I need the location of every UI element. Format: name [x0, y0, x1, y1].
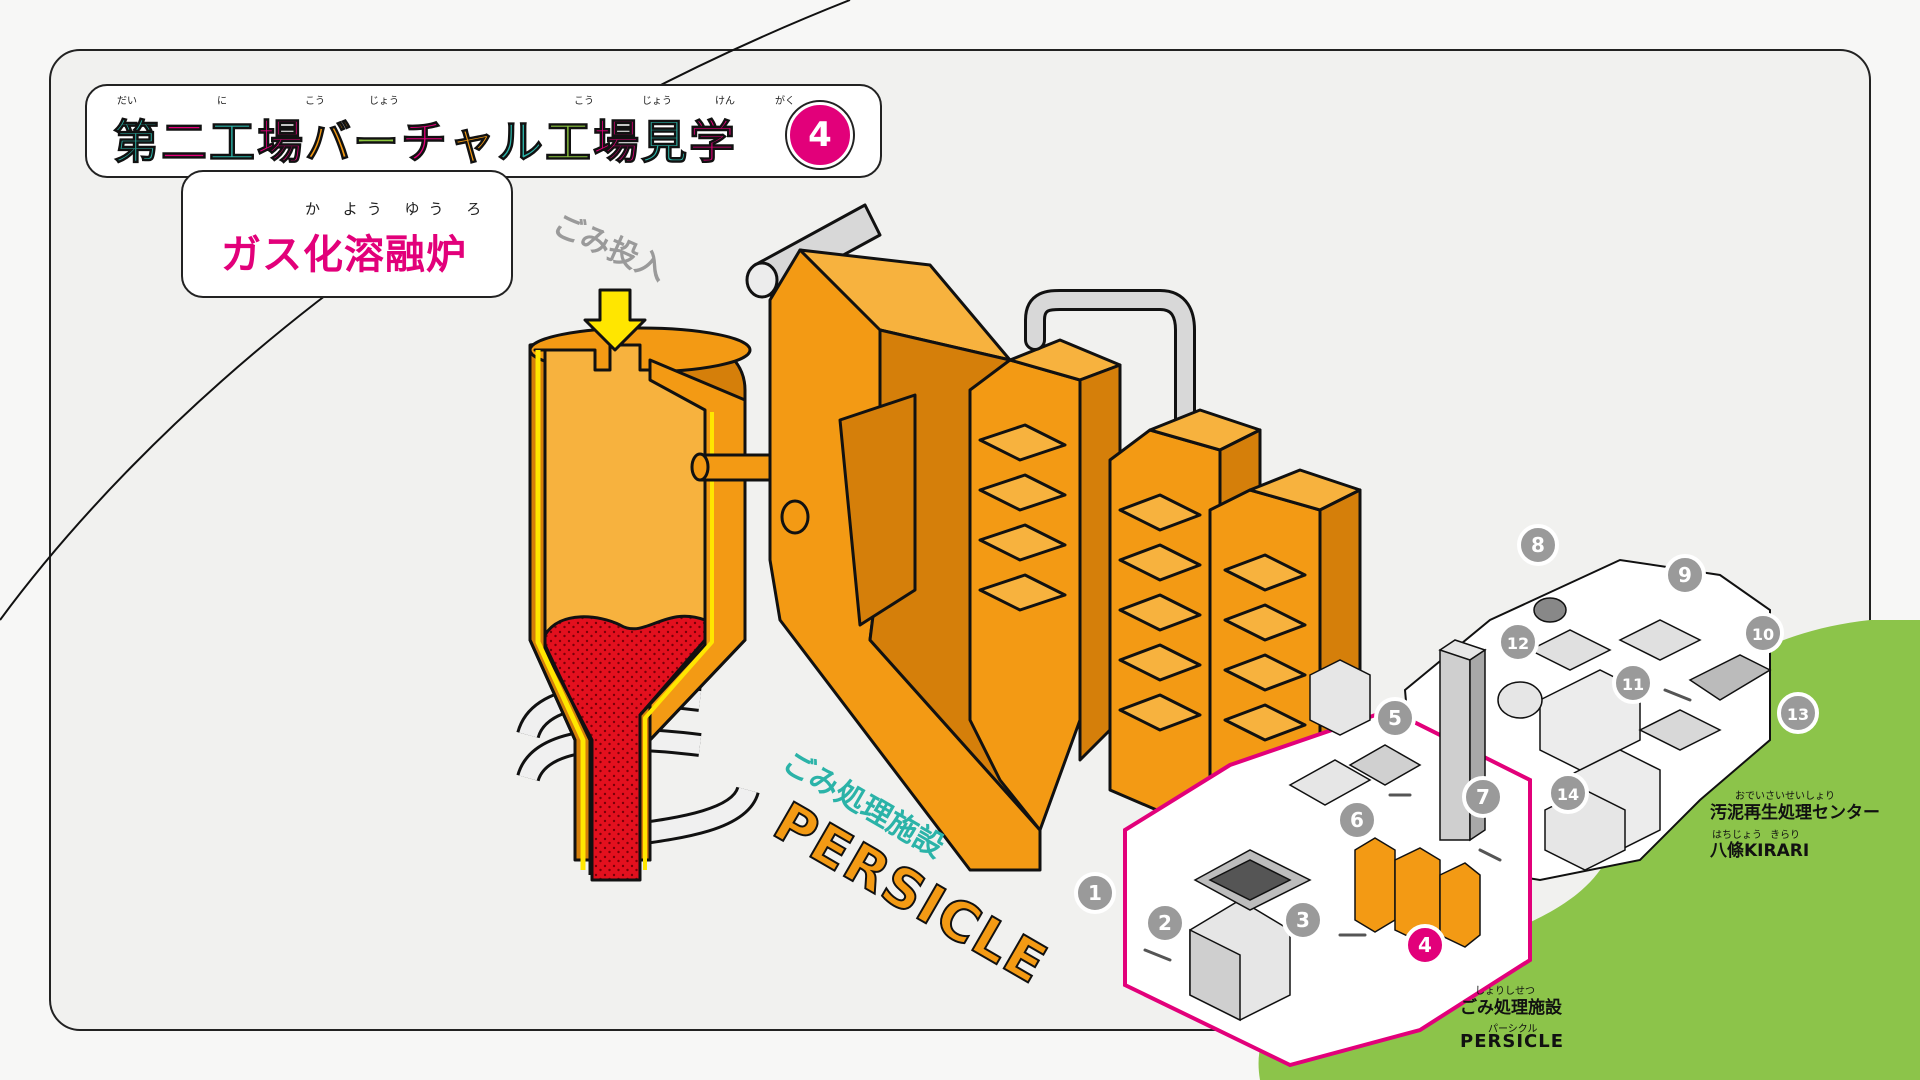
title-char: ー — [353, 115, 401, 170]
step-marker-12[interactable]: 12 — [1497, 621, 1539, 663]
title-char: チ — [401, 115, 449, 170]
melting-furnace — [516, 326, 787, 882]
step-circle — [1547, 772, 1589, 814]
title-char: バ — [305, 115, 353, 170]
step-circle — [1374, 697, 1416, 739]
step-number: 4 — [1418, 933, 1432, 957]
title-char: 場 — [593, 115, 641, 170]
persicle-en: PERSICLE — [1460, 1031, 1564, 1052]
step-number: 6 — [1350, 808, 1364, 832]
center-name: 汚泥再生処理センター — [1710, 803, 1880, 823]
persicle-ruby: しょりしせつ — [1475, 986, 1535, 997]
step-marker-6[interactable]: 6 — [1336, 799, 1378, 841]
kirari-name: 八條KIRARI — [1710, 841, 1810, 861]
title-ruby-text: がく — [775, 96, 795, 107]
step-number: 3 — [1296, 908, 1310, 932]
step-number: 11 — [1622, 675, 1644, 694]
step-circle — [1282, 899, 1324, 941]
step-marker-10[interactable]: 10 — [1742, 612, 1784, 654]
step-circle — [1517, 524, 1559, 566]
step-circle — [1404, 924, 1446, 966]
step-marker-9[interactable]: 9 — [1664, 554, 1706, 596]
step-number: 9 — [1678, 563, 1692, 587]
step-number: 1 — [1088, 881, 1102, 905]
page-title: 第二工場バーチャル工場見学 — [113, 106, 737, 172]
title-char: ル — [497, 115, 545, 170]
step-number: 14 — [1557, 785, 1579, 804]
step-number: 7 — [1476, 785, 1490, 809]
title-ruby-text: じょう — [369, 96, 399, 107]
step-circle — [1074, 872, 1116, 914]
title-ruby-text: じょう — [642, 96, 672, 107]
step-marker-3[interactable]: 3 — [1282, 899, 1324, 941]
title-box: 第二工場バーチャル工場見学 だいにこうじょうこうじょうけんがく 4 — [85, 84, 882, 178]
title-char: 工 — [545, 115, 593, 170]
title-char: 工 — [209, 115, 257, 170]
subtitle: ガス化溶融炉 — [221, 232, 467, 278]
step-circle — [1742, 612, 1784, 654]
step-marker-4[interactable]: 4 — [1404, 924, 1446, 966]
step-number: 10 — [1752, 625, 1774, 644]
step-marker-13[interactable]: 13 — [1777, 692, 1819, 734]
step-circle — [1497, 621, 1539, 663]
step-circle — [1144, 902, 1186, 944]
step-marker-8[interactable]: 8 — [1517, 524, 1559, 566]
heat-exchanger-fins — [978, 423, 1067, 612]
step-marker-5[interactable]: 5 — [1374, 697, 1416, 739]
step-number: 8 — [1531, 533, 1545, 557]
step-marker-7[interactable]: 7 — [1462, 776, 1504, 818]
title-char: ャ — [449, 115, 497, 170]
step-marker-11[interactable]: 11 — [1612, 662, 1654, 704]
step-marker-1[interactable]: 1 — [1074, 872, 1116, 914]
title-char: 二 — [161, 115, 209, 170]
title-char: 学 — [689, 115, 737, 170]
title-char: 場 — [257, 115, 305, 170]
decorative-curve — [0, 0, 851, 621]
center-ruby: おでいさいせいしょり — [1735, 791, 1835, 802]
title-ruby-text: けん — [715, 96, 735, 107]
step-number: 5 — [1388, 706, 1402, 730]
step-marker-2[interactable]: 2 — [1144, 902, 1186, 944]
step-number: 12 — [1507, 634, 1529, 653]
step-circle — [1777, 692, 1819, 734]
input-arrow-icon — [583, 288, 647, 352]
persicle-name: ごみ処理施設 — [1460, 998, 1562, 1018]
title-char: 見 — [641, 115, 689, 170]
kirari-ruby-1: はちじょう — [1712, 830, 1762, 841]
persicle-en-ruby: パーシクル — [1488, 1024, 1538, 1035]
title-ruby-text: こう — [305, 96, 325, 107]
kirari-ruby-2: きらり — [1770, 830, 1800, 841]
title-char: 第 — [113, 115, 161, 170]
step-circle — [1462, 776, 1504, 818]
title-ruby-text: に — [217, 96, 227, 107]
step-circle — [1664, 554, 1706, 596]
step-marker-14[interactable]: 14 — [1547, 772, 1589, 814]
step-number: 13 — [1787, 705, 1809, 724]
title-ruby-text: だい — [117, 96, 137, 107]
step-circle — [1336, 799, 1378, 841]
step-number: 2 — [1158, 911, 1172, 935]
subtitle-ruby: か よう ゆう ろ — [305, 200, 491, 218]
step-circle — [1612, 662, 1654, 704]
subtitle-box: か よう ゆう ろ ガス化溶融炉 — [181, 170, 513, 298]
step-number-badge: 4 — [787, 102, 853, 168]
title-ruby-text: こう — [574, 96, 594, 107]
